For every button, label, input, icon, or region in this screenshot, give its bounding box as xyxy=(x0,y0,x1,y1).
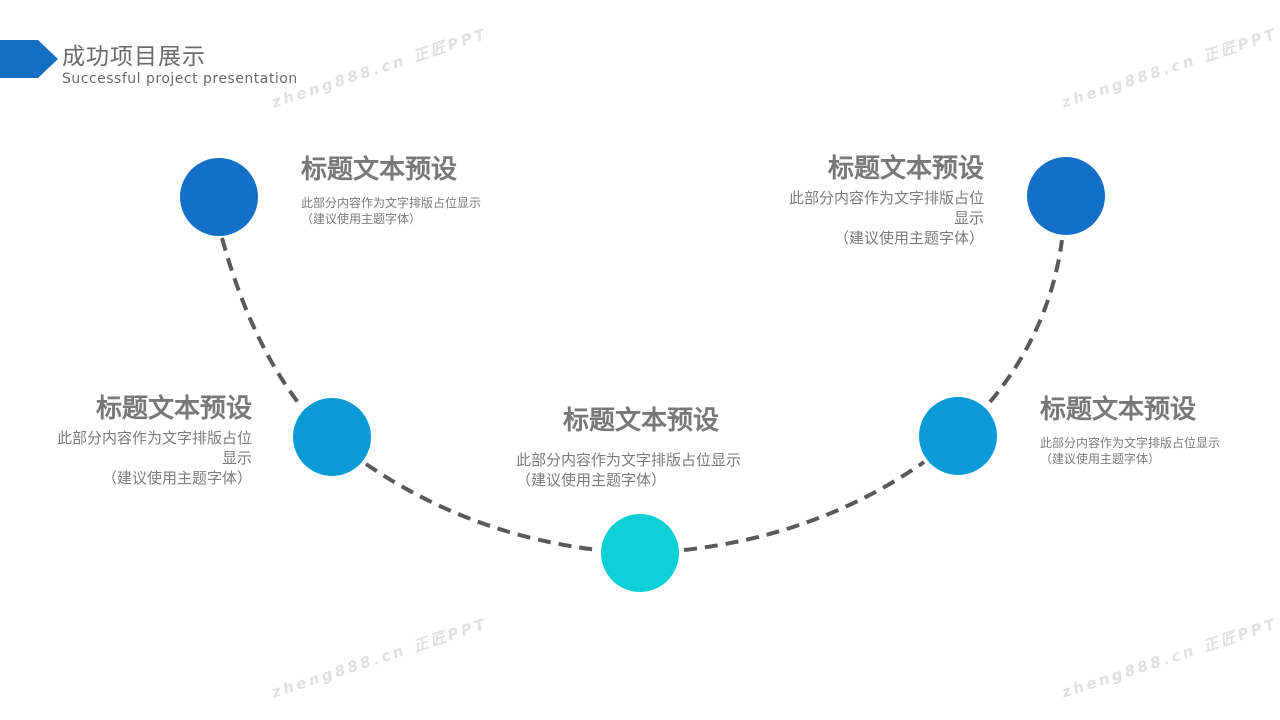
node-circle-3 xyxy=(601,514,679,592)
block-desc: 此部分内容作为文字排版占位显示 xyxy=(788,188,984,227)
node-circle-4 xyxy=(919,397,997,475)
block-desc: 此部分内容作为文字排版占位显示 xyxy=(56,428,252,467)
path-segment-4 xyxy=(988,239,1064,404)
path-segment-2 xyxy=(364,462,599,552)
block-desc: 此部分内容作为文字排版占位显示 xyxy=(1040,435,1221,450)
path-segment-1 xyxy=(220,237,302,407)
block-note: （建议使用主题字体） xyxy=(1040,451,1161,466)
block-note: （建议使用主题字体） xyxy=(301,211,422,226)
text-block-2: 标题文本预设 此部分内容作为文字排版占位显示 （建议使用主题字体） xyxy=(56,395,252,488)
node-circle-1 xyxy=(180,158,258,236)
block-title: 标题文本预设 xyxy=(301,155,458,185)
block-note: （建议使用主题字体） xyxy=(101,469,252,488)
block-note: （建议使用主题字体） xyxy=(516,470,667,489)
block-title: 标题文本预设 xyxy=(827,154,984,184)
text-block-4: 标题文本预设 此部分内容作为文字排版占位显示 （建议使用主题字体） xyxy=(1040,396,1226,467)
node-circle-2 xyxy=(293,398,371,476)
node-circle-5 xyxy=(1027,157,1105,235)
text-block-3: 标题文本预设 此部分内容作为文字排版占位显示 （建议使用主题字体） xyxy=(516,407,786,490)
block-title: 标题文本预设 xyxy=(1040,395,1197,425)
page-subtitle: Successful project presentation xyxy=(62,71,298,87)
block-desc: 此部分内容作为文字排版占位显示 xyxy=(301,195,482,210)
text-block-1: 标题文本预设 此部分内容作为文字排版占位显示 （建议使用主题字体） xyxy=(301,156,487,227)
path-segment-3 xyxy=(683,460,926,552)
block-title: 标题文本预设 xyxy=(563,406,720,436)
text-block-5: 标题文本预设 此部分内容作为文字排版占位显示 （建议使用主题字体） xyxy=(786,155,984,248)
page-title: 成功项目展示 xyxy=(62,44,206,70)
block-note: （建议使用主题字体） xyxy=(833,229,984,248)
header-accent-tab xyxy=(0,40,58,78)
block-desc: 此部分内容作为文字排版占位显示 xyxy=(516,450,742,469)
block-title: 标题文本预设 xyxy=(95,394,252,424)
